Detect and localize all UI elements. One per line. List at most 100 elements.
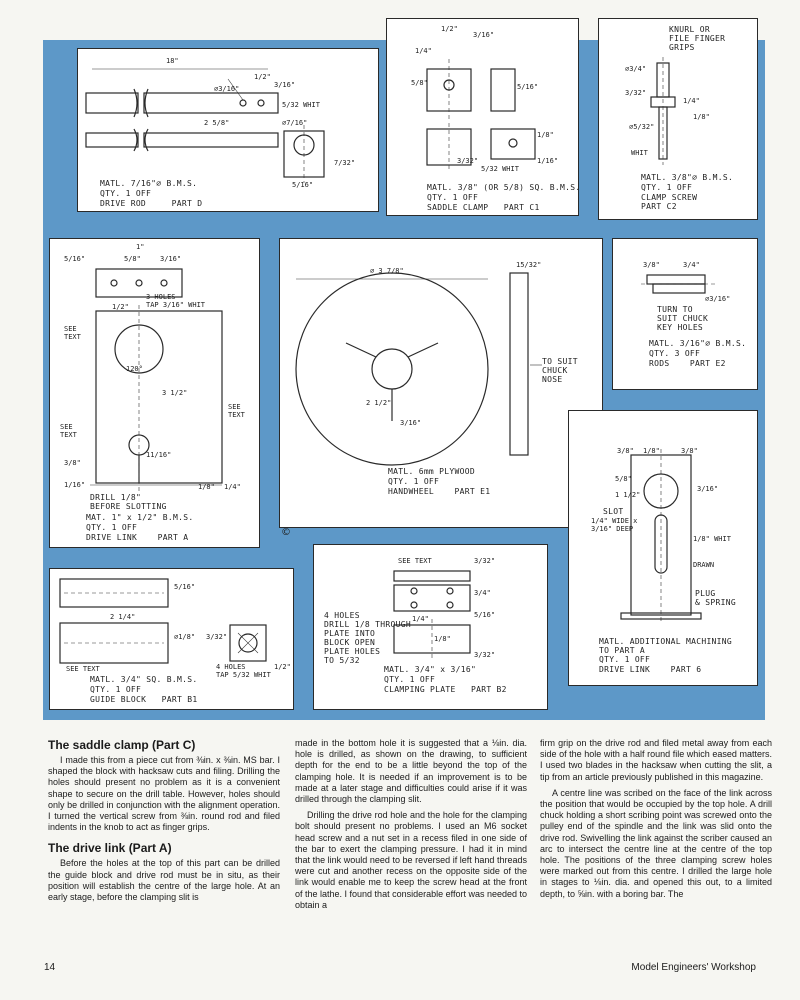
dim-3-8: 3/8": [64, 459, 81, 467]
see-text-1: SEE TEXT: [64, 325, 81, 341]
dim-1-1-2: 1 1/2": [615, 491, 641, 499]
dim-1-8: 1/8": [434, 635, 451, 643]
part-c2-matl: MATL. 3/8"⌀ B.M.S.: [641, 173, 734, 182]
see-text: SEE TEXT: [66, 665, 100, 673]
plug-label: PLUG & SPRING: [695, 589, 736, 607]
dim-3-8-b: 3/8": [681, 447, 698, 455]
dim-quarter: 1/4": [224, 483, 241, 491]
dim-1-8: 1/8": [198, 483, 215, 491]
part-e1-qty: QTY. 1 OFF: [388, 477, 440, 486]
part-e2-name: RODS PART E2: [649, 359, 726, 368]
part-c2-note: KNURL OR FILE FINGER GRIPS: [669, 25, 726, 52]
dim-dia: ⌀3/16": [705, 295, 731, 303]
part-b1-name: GUIDE BLOCK PART B1: [90, 695, 198, 704]
part-6-matl: MATL. ADDITIONAL MACHINING TO PART A: [599, 637, 733, 655]
page-number: 14: [44, 962, 56, 973]
part-a-figure: [90, 268, 223, 491]
dim-120deg: 120°: [126, 365, 143, 373]
dim-3-16: 3/16": [697, 485, 719, 493]
dim-3-16: 3/16": [160, 255, 182, 263]
part-e2-matl: MATL. 3/16"⌀ B.M.S.: [649, 339, 747, 348]
part-c2-name: CLAMP SCREW PART C2: [641, 193, 698, 211]
b2-holes-note: 4 HOLES DRILL 1/8 THROUGH PLATE INTO BLO…: [324, 611, 411, 665]
dim-3-4: 3/4": [474, 589, 491, 597]
dim-5-16: 5/16": [64, 255, 86, 263]
part-c1-matl: MATL. 3/8" (OR 5/8) SQ. B.M.S.: [427, 183, 581, 192]
dim-dia-7-16: ⌀7/16": [282, 119, 308, 127]
slot-label: SLOT: [603, 507, 624, 516]
dim-3-32: 3/32": [625, 89, 647, 97]
dim-half: 1/2": [254, 73, 271, 81]
part-b1-figure: [59, 578, 267, 664]
e2-note: TURN TO SUIT CHUCK KEY HOLES: [657, 305, 709, 332]
dim-1-16: 1/16": [64, 481, 86, 489]
dim-3-16: 3/16": [400, 419, 422, 427]
see-text-2: SEE TEXT: [228, 403, 245, 419]
see-text-3: SEE TEXT: [60, 423, 77, 439]
heading-drive-link: The drive link (Part A): [48, 841, 172, 856]
dim-half: 1/2": [441, 25, 458, 33]
dim-dia-3-4: ⌀3/4": [625, 65, 647, 73]
part-b2-matl: MATL. 3/4" x 3/16": [384, 665, 477, 674]
article-column-2: made in the bottom hole it is suggested …: [295, 738, 527, 916]
heading-saddle-clamp: The saddle clamp (Part C): [48, 738, 196, 752]
part-a-name: DRIVE LINK PART A: [86, 533, 189, 542]
part-e1-name: HANDWHEEL PART E1: [388, 487, 491, 496]
copyright-mark: ©: [281, 527, 291, 538]
dim-7-32: 7/32": [334, 159, 356, 167]
dim-quarter: 1/4": [412, 615, 429, 623]
dim-3-8-a: 3/8": [617, 447, 634, 455]
part-e1-matl: MATL. 6mm PLYWOOD: [388, 467, 475, 476]
dim-1in: 1": [136, 243, 145, 251]
part-d-qty: QTY. 1 OFF: [100, 189, 152, 198]
part-c2-qty: QTY. 1 OFF: [641, 183, 693, 192]
dim-whit: 5/32 WHIT: [282, 101, 320, 109]
article-column-3: firm grip on the drive rod and filed met…: [540, 738, 772, 905]
part-d-name: DRIVE ROD PART D: [100, 199, 203, 208]
slot-size: 1/4" WIDE x 3/16" DEEP: [591, 517, 638, 533]
dim-15-32: 15/32": [516, 261, 542, 269]
dim-half: 1/2": [274, 663, 291, 671]
dim-3-1-2: 3 1/2": [162, 389, 188, 397]
dim-quarter: 1/4": [415, 47, 432, 55]
dim-5-16: 5/16": [174, 583, 196, 591]
dim-1-8: 1/8": [643, 447, 660, 455]
dim-1-16: 1/16": [537, 157, 559, 165]
dim-dia-1-8: ⌀1/8": [174, 633, 196, 641]
part-b2-name: CLAMPING PLATE PART B2: [384, 685, 507, 694]
dim-5-8: 5/8": [124, 255, 141, 263]
dim-length: 18": [166, 57, 179, 65]
part-a-matl: MAT. 1" x 1/2" B.M.S.: [86, 513, 194, 522]
part-b1-matl: MATL. 3/4" SQ. B.M.S.: [90, 675, 198, 684]
drawing-part-b1: 2 1/4" ⌀1/8" 5/16" 3/32" 1/2" 4 HOLES TA…: [49, 568, 294, 710]
paragraph: I made this from a piece cut from ⅜in. x…: [48, 755, 280, 833]
part-6-figure: [620, 449, 702, 621]
dim-quarter: 1/4": [683, 97, 700, 105]
dim-tap-holes: 3 HOLES TAP 3/16" WHIT: [146, 293, 206, 309]
part-6-name: DRIVE LINK PART 6: [599, 665, 702, 674]
dim-5-16: 5/16": [517, 83, 539, 91]
dim-3-16: 3/16": [473, 31, 495, 39]
dim-whit: WHIT: [631, 149, 648, 157]
dim-5-8: 5/8": [411, 79, 428, 87]
part-b2-figure: [393, 570, 471, 659]
dim-whit: 1/8" WHIT: [693, 535, 731, 543]
dim-3-32-b: 3/32": [474, 651, 496, 659]
drawing-part-b2: SEE TEXT 3/32" 5/16" 3/4" 1/4" 1/8" 3/32…: [313, 544, 548, 710]
part-c2-figure: [650, 57, 676, 165]
paragraph: A centre line was scribed on the face of…: [540, 787, 772, 899]
dim-3-32: 3/32": [457, 157, 479, 165]
dim-5-8: 5/8": [615, 475, 632, 483]
part-c1-qty: QTY. 1 OFF: [427, 193, 479, 202]
dim-3-8: 3/8": [643, 261, 660, 269]
magazine-name: Model Engineers' Workshop: [631, 962, 756, 973]
dim-2-1-2: 2 1/2": [366, 399, 392, 407]
dim-3-32: 3/32": [206, 633, 228, 641]
drawing-part-a: 1" 5/16" 5/8" 3/16" 3 HOLES TAP 3/16" WH…: [49, 238, 260, 548]
part-c1-name: SADDLE CLAMP PART C1: [427, 203, 540, 212]
part-a-qty: QTY. 1 OFF: [86, 523, 138, 532]
dim-dia-5-32: ⌀5/32": [629, 123, 655, 131]
drawn-label: DRAWN: [693, 561, 715, 569]
dim-dia: ⌀ 3 7/8": [370, 267, 404, 275]
part-d-matl: MATL. 7/16"⌀ B.M.S.: [100, 179, 198, 188]
